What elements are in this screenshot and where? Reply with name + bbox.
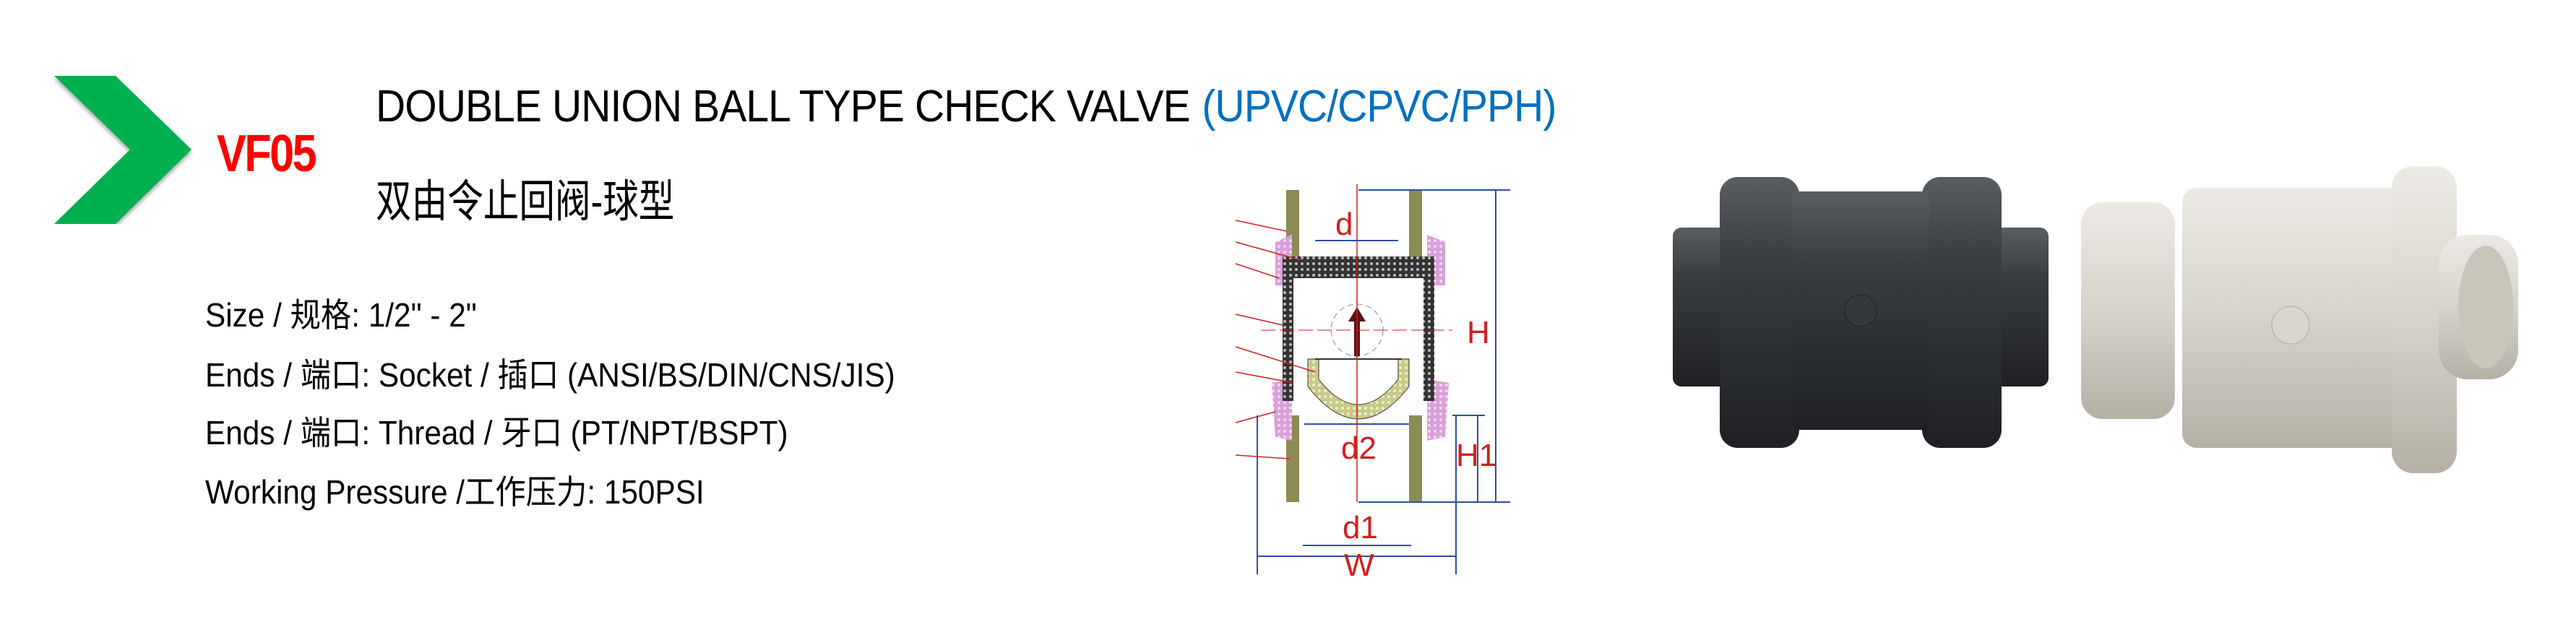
dim-label-w: W xyxy=(1344,548,1374,578)
dim-label-h: H xyxy=(1467,315,1490,350)
valve-cross-section-diagram: d H d2 H1 d1 W xyxy=(1235,184,1510,578)
spec-working-pressure: Working Pressure /工作压力: 150PSI xyxy=(205,473,705,511)
product-photo-beige-valve xyxy=(2081,166,2518,473)
dim-label-d: d xyxy=(1335,207,1353,242)
dim-label-h1: H1 xyxy=(1456,438,1496,473)
product-title: DOUBLE UNION BALL TYPE CHECK VALVE(UPVC/… xyxy=(376,81,1556,132)
dim-label-d1: d1 xyxy=(1343,510,1378,545)
dim-label-d2: d2 xyxy=(1341,431,1377,466)
product-subtitle-cn: 双由令止回阀-球型 xyxy=(376,177,675,227)
spec-size: Size / 规格: 1/2" - 2" xyxy=(205,296,477,334)
chevron-arrow-icon xyxy=(54,76,191,224)
product-materials: (UPVC/CPVC/PPH) xyxy=(1202,82,1556,131)
spec-ends-socket: Ends / 端口: Socket / 插口 (ANSI/BS/DIN/CNS/… xyxy=(205,356,895,394)
product-code: VF05 xyxy=(217,125,317,183)
spec-ends-thread: Ends / 端口: Thread / 牙口 (PT/NPT/BSPT) xyxy=(205,414,788,452)
product-title-text: DOUBLE UNION BALL TYPE CHECK VALVE xyxy=(376,82,1191,131)
product-photo-dark-grey-valve xyxy=(1673,177,2049,448)
